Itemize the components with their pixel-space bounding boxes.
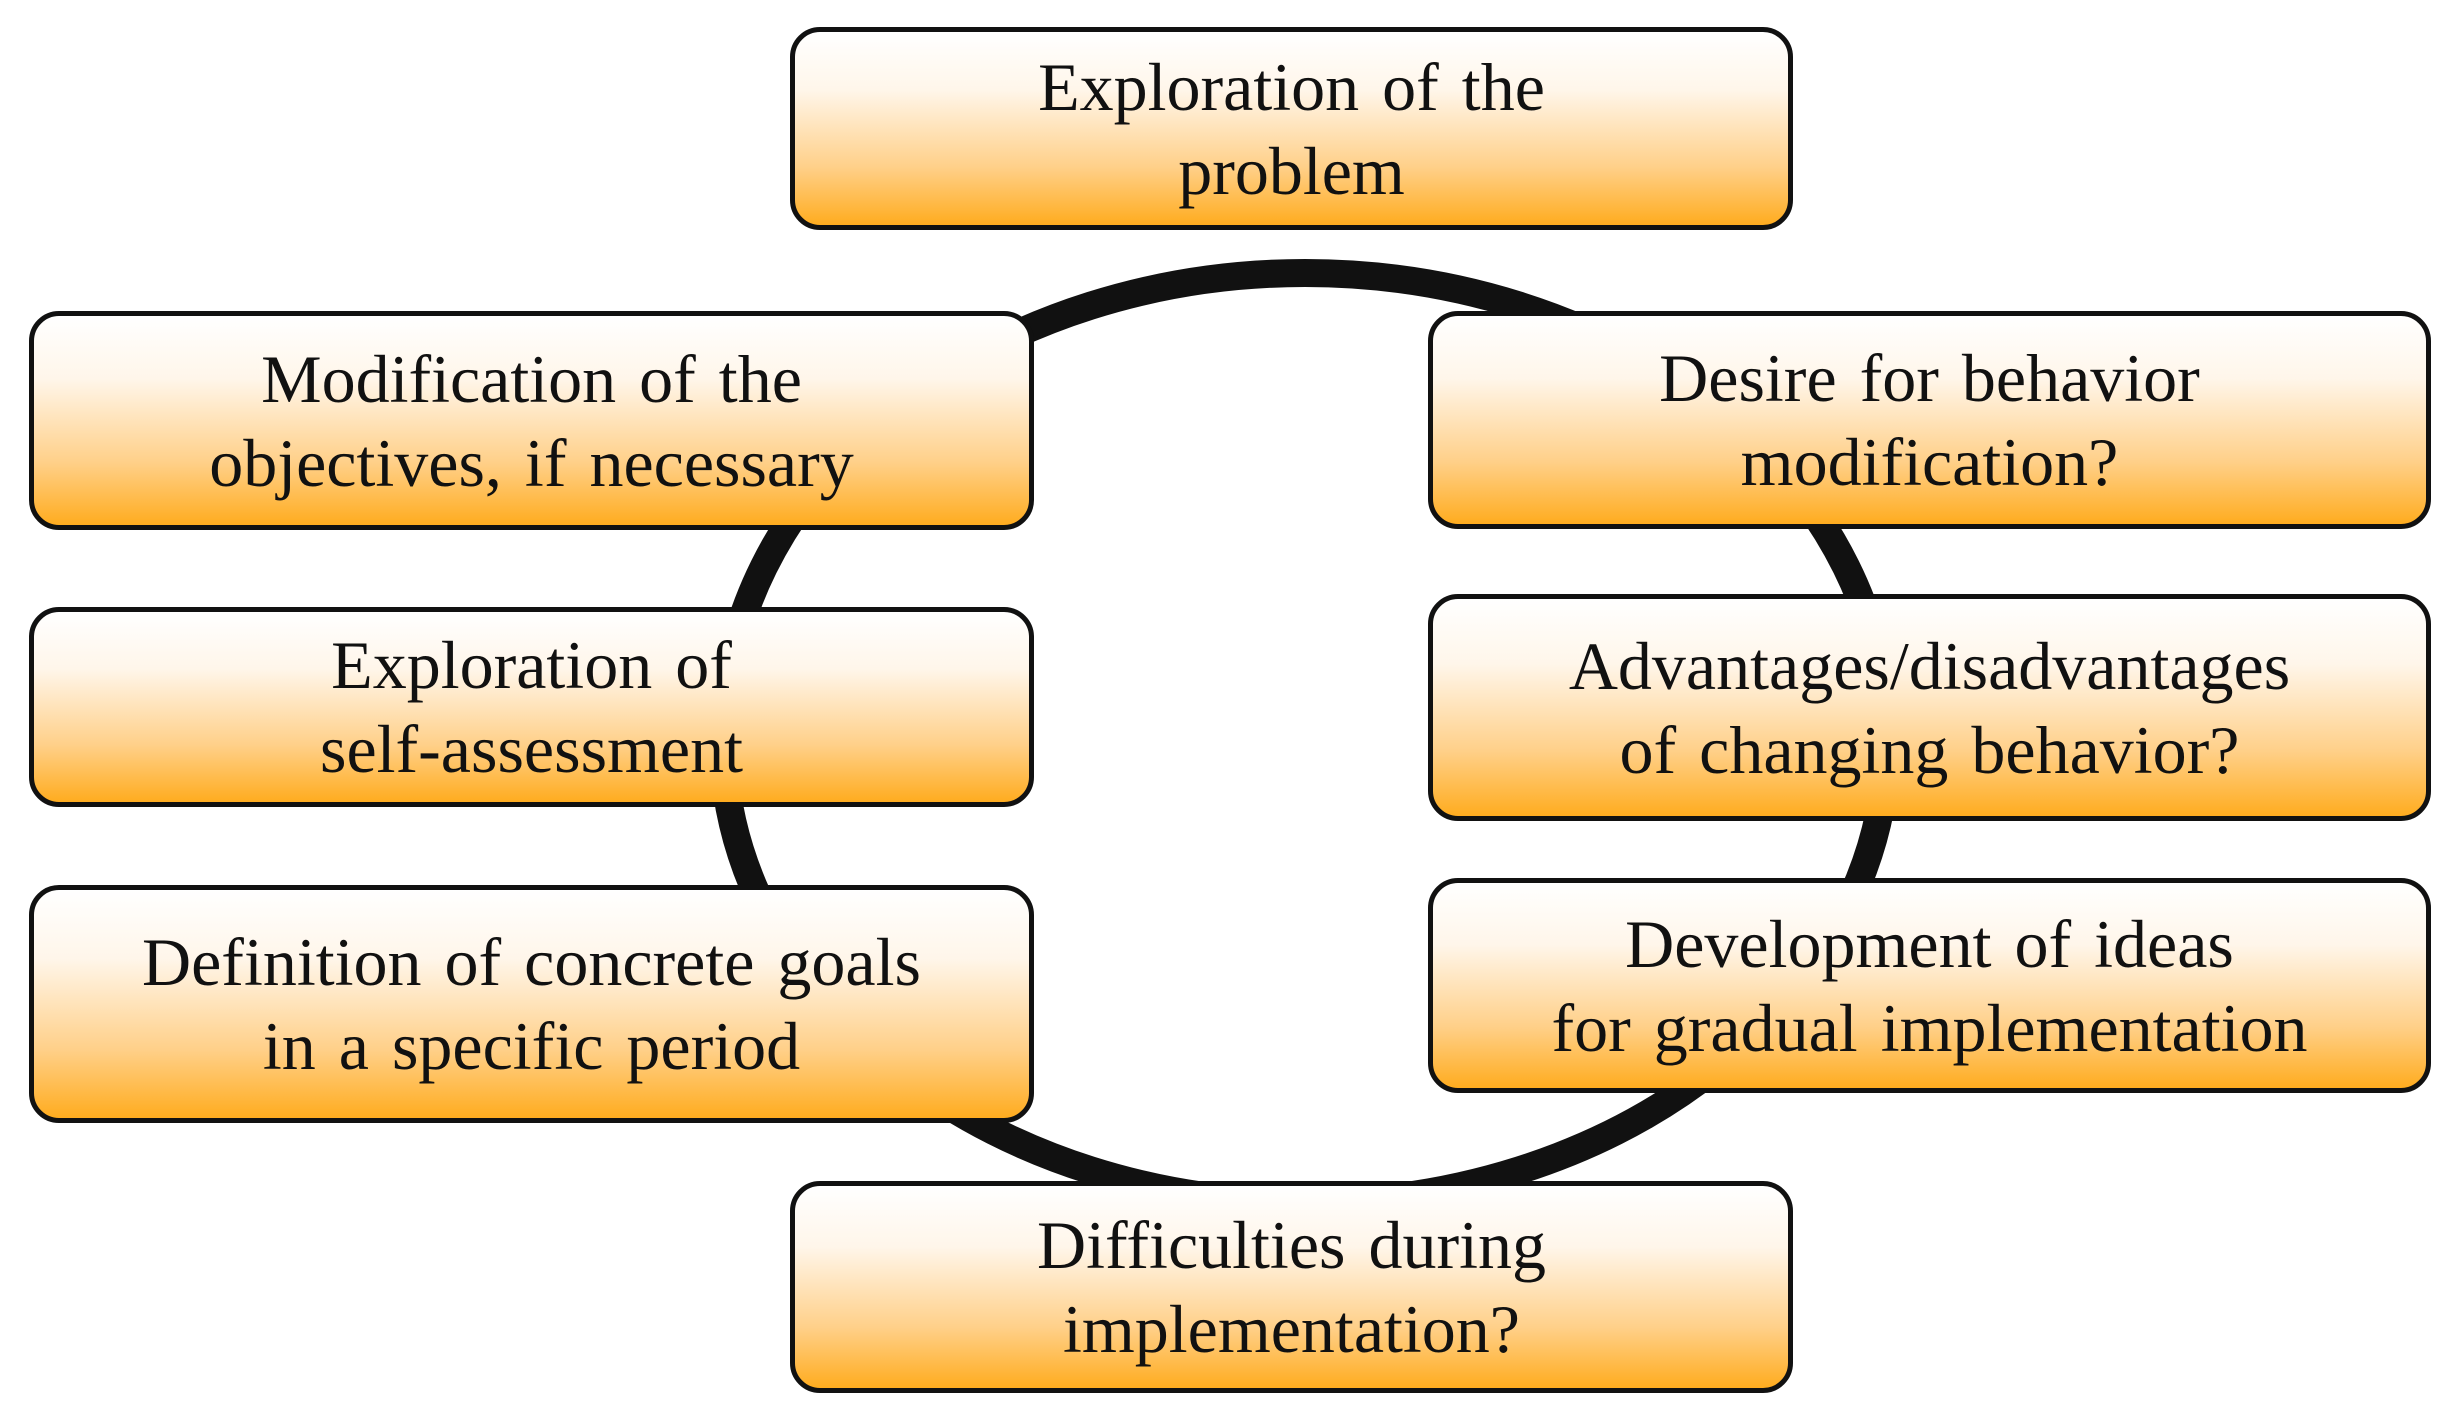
stage-label-line: Desire for behavior [1659, 340, 2200, 416]
stage-label-line: of changing behavior? [1619, 711, 2240, 788]
stage-box-difficulties-during-implementation: Difficulties during implementation? [790, 1181, 1793, 1393]
stage-box-desire-for-behavior-modification: Desire for behavior modification? [1428, 311, 2431, 529]
stage-label-line: in a specific period [262, 1008, 801, 1084]
stage-label-line: self-assessment [319, 711, 743, 787]
stage-box-development-of-ideas: Development of ideas for gradual impleme… [1428, 878, 2431, 1093]
stage-label-line: Exploration of the [1038, 48, 1545, 125]
stage-box-modification-of-the-objectives: Modification of the objectives, if neces… [29, 311, 1034, 530]
stage-label-line: Difficulties during [1037, 1207, 1546, 1283]
stage-label-line: Exploration of [331, 627, 732, 703]
stage-label-line: for gradual implementation [1551, 989, 2308, 1066]
stage-label-line: implementation? [1063, 1291, 1520, 1367]
stage-box-exploration-of-self-assessment: Exploration of self-assessment [29, 607, 1034, 807]
stage-box-exploration-of-the-problem: Exploration of the problem [790, 27, 1793, 230]
stage-label-line: problem [1178, 132, 1405, 209]
stage-box-advantages-disadvantages: Advantages/disadvantages of changing beh… [1428, 594, 2431, 821]
stage-label-line: modification? [1740, 424, 2119, 500]
stage-box-definition-of-concrete-goals: Definition of concrete goals in a specif… [29, 885, 1034, 1123]
stage-label-line: Modification of the [261, 340, 802, 417]
stage-label-line: Advantages/disadvantages [1568, 627, 2291, 704]
stage-label-line: Development of ideas [1625, 905, 2234, 982]
stage-label-line: Definition of concrete goals [142, 924, 921, 1000]
stage-label-line: objectives, if necessary [209, 424, 854, 501]
